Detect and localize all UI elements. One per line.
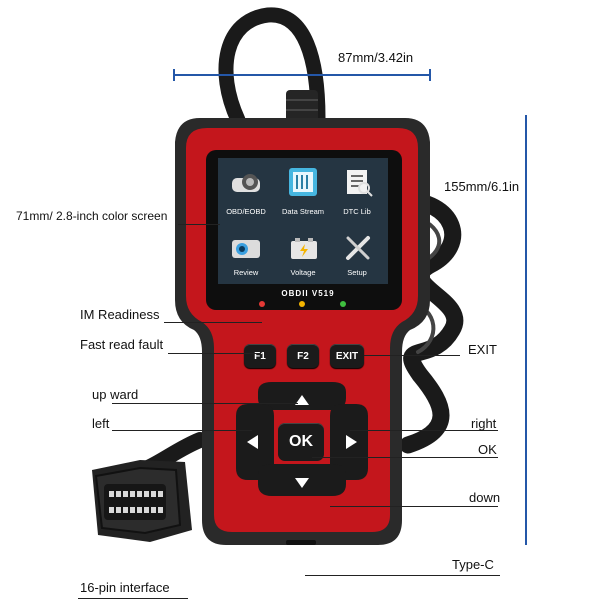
exit-key[interactable]: EXIT — [330, 344, 364, 368]
obd-connector — [92, 460, 192, 542]
callout-right: right — [471, 416, 497, 431]
leader-usb — [305, 575, 500, 576]
menu-label-obd[interactable]: OBD/EOBD — [226, 207, 266, 216]
leader-upward — [112, 403, 298, 404]
led-yellow — [299, 301, 305, 307]
leader-ok — [312, 457, 498, 458]
leader-down — [330, 506, 498, 507]
height-dimension-label: 155mm/6.1in — [444, 179, 520, 194]
leader-right — [350, 430, 498, 431]
callout-upward: up ward — [92, 387, 139, 402]
cable-strain-relief — [286, 90, 318, 124]
width-dimension-arrow — [173, 69, 431, 81]
callout-ok: OK — [478, 442, 497, 457]
callout-im-readiness: IM Readiness — [80, 307, 160, 322]
leader-fast-read — [168, 353, 260, 354]
leader-screen — [178, 224, 220, 225]
wrench-screwdriver-icon — [346, 236, 370, 260]
device-model-label: OBDII V519 — [281, 289, 335, 298]
dtc-library-icon — [347, 170, 373, 197]
leader-exit — [364, 355, 460, 356]
leader-left — [112, 430, 252, 431]
menu-label-review[interactable]: Review — [233, 268, 259, 277]
callout-usb: Type-C — [452, 557, 494, 572]
ok-key[interactable]: OK — [278, 423, 324, 461]
callout-down: down — [469, 490, 501, 505]
menu-label-data-stream[interactable]: Data Stream — [281, 207, 325, 216]
leader-connector — [78, 598, 188, 599]
callout-connector: 16-pin interface — [80, 580, 170, 595]
usb-c-port — [286, 540, 316, 545]
width-dimension-label: 87mm/3.42in — [338, 50, 414, 65]
car-engine-icon — [232, 174, 260, 192]
leader-im-readiness — [164, 322, 262, 323]
f2-key[interactable]: F2 — [287, 344, 319, 368]
callout-exit: EXIT — [468, 342, 497, 357]
menu-label-dtc-lib[interactable]: DTC Lib — [343, 207, 371, 216]
battery-voltage-icon — [291, 238, 317, 259]
data-stream-icon — [289, 168, 317, 196]
callout-fast-read: Fast read fault — [80, 337, 164, 352]
led-green — [340, 301, 346, 307]
menu-label-voltage[interactable]: Voltage — [290, 268, 316, 277]
f1-key[interactable]: F1 — [244, 344, 276, 368]
callout-left: left — [92, 416, 110, 431]
callout-screen: 71mm/ 2.8-inch color screen — [16, 209, 168, 223]
menu-label-setup[interactable]: Setup — [347, 268, 367, 277]
review-camera-icon — [232, 240, 260, 258]
led-red — [259, 301, 265, 307]
